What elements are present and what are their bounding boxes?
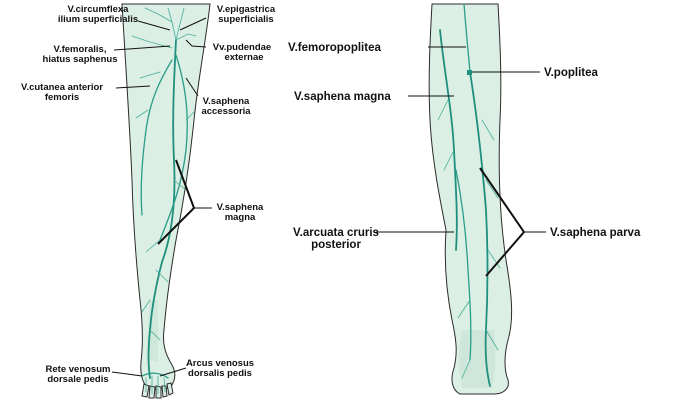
posterior-leg <box>429 4 511 394</box>
svg-text:dorsale pedis: dorsale pedis <box>47 374 108 385</box>
label-femoropoplitea: V.femoropoplitea <box>288 42 381 54</box>
anterior-leg <box>122 4 210 398</box>
label-arcus-line2: dorsalis pedis <box>188 368 252 379</box>
svg-text:magna: magna <box>225 212 256 223</box>
svg-text:ilium superficialis: ilium superficialis <box>58 14 138 25</box>
svg-text:femoris: femoris <box>45 92 79 103</box>
label-saphena-magna-ant-line2: magna <box>225 212 256 223</box>
label-saphena-accessoria-line2: accessoria <box>201 106 251 117</box>
svg-text:superficialis: superficialis <box>218 14 273 25</box>
label-cutanea-line2: femoris <box>45 92 79 103</box>
label-circumflexa-line2: ilium superficialis <box>58 14 138 25</box>
svg-text:dorsalis pedis: dorsalis pedis <box>188 368 252 379</box>
label-femoralis-line2: hiatus saphenus <box>43 54 118 65</box>
svg-text:posterior: posterior <box>311 239 361 251</box>
label-arcuata-line1: V.arcuata cruris <box>293 227 379 239</box>
svg-text:accessoria: accessoria <box>201 106 251 117</box>
label-saphena-magna-post: V.saphena magna <box>294 91 391 103</box>
label-rete-line2: dorsale pedis <box>47 374 108 385</box>
svg-text:hiatus saphenus: hiatus saphenus <box>43 54 118 65</box>
svg-text:externae: externae <box>224 52 263 63</box>
label-arcuata-line2: posterior <box>311 239 361 251</box>
label-pudendae-line2: externae <box>224 52 263 63</box>
labels: V.circumflexa ilium superficialis V.epig… <box>21 4 641 385</box>
svg-text:V.arcuata cruris: V.arcuata cruris <box>293 227 379 239</box>
poplitea-marker <box>467 70 472 75</box>
label-poplitea: V.poplitea <box>544 67 598 79</box>
label-saphena-parva: V.saphena parva <box>550 227 641 239</box>
label-epigastrica-line2: superficialis <box>218 14 273 25</box>
